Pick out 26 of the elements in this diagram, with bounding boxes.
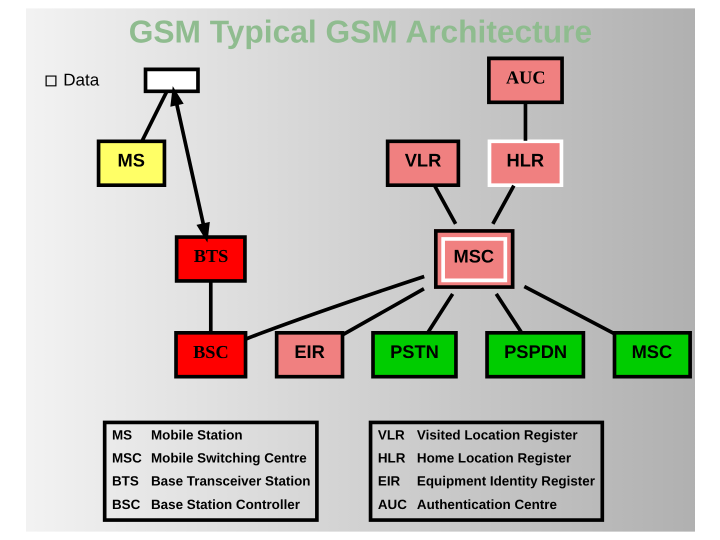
node-box: MSC (612, 330, 692, 379)
connector (490, 184, 515, 225)
node-box: HLR (487, 140, 563, 188)
diagram-title: GSM Typical GSM Architecture (128, 13, 592, 50)
node-box: BTS (174, 235, 246, 283)
node-box: EIR (274, 330, 344, 379)
node-box: VLR Visited Location Register HLR Home Location Register EIR Equipment Identity Register AUC Authentication Centre (368, 420, 604, 522)
arrow (170, 86, 210, 242)
node-box (143, 68, 200, 94)
node-box: PSTN (370, 330, 458, 379)
connector (522, 284, 615, 336)
node-box: VLR (385, 140, 460, 188)
connector (244, 274, 424, 341)
connector (523, 102, 527, 141)
connector (140, 90, 168, 142)
connector (342, 287, 424, 336)
node-box: BSC (174, 330, 247, 379)
node-box: AUC (486, 56, 564, 104)
node-box: MS (96, 140, 166, 188)
connector (494, 292, 523, 334)
node-box: PSPDN (484, 330, 585, 379)
connector (432, 184, 457, 225)
node-box: MS Mobile Station MSC Mobile Switching Centre BTS Base Transceiver Station BSC Base Station Controller (102, 420, 318, 522)
label: Data (62, 70, 99, 90)
connector (208, 281, 212, 333)
connector (426, 292, 454, 334)
